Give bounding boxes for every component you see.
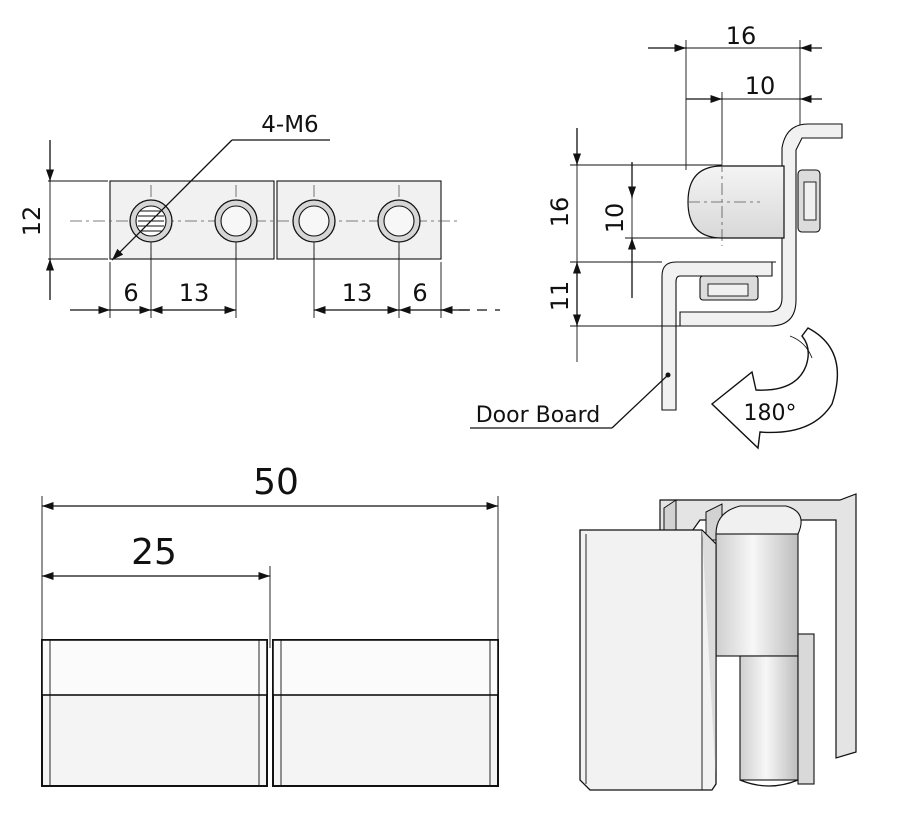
dim-left-11: 11 (546, 262, 582, 362)
dim-left-16: 16 (546, 128, 582, 262)
dim-bottom-right: 13 6 (313, 243, 500, 318)
rotation-arrow-icon: 180° (710, 327, 839, 450)
door-board-callout: Door Board (470, 372, 671, 429)
dim-half-25: 25 (42, 532, 270, 581)
door-board-label: Door Board (476, 403, 601, 428)
thread-callout-label: 4-M6 (261, 112, 318, 138)
dim-bottom-right-13-label: 13 (342, 279, 373, 307)
side-view: 16 10 16 (470, 22, 843, 450)
dim-bottom-left-13-label: 13 (179, 279, 210, 307)
lower-bracket (661, 261, 773, 411)
dim-left-10: 10 (601, 162, 637, 298)
front-body-left (41, 639, 268, 787)
dim-height-12: 12 (18, 140, 108, 300)
dim-left-11-label: 11 (546, 281, 574, 312)
dim-top-10-label: 10 (745, 72, 776, 100)
front-plate (579, 529, 717, 791)
dim-overall-50: 50 (42, 462, 498, 511)
thread-callout: 4-M6 (111, 112, 330, 261)
dim-bottom-right-6-label: 6 (412, 279, 427, 307)
hole-4 (377, 185, 421, 258)
dim-top-16: 16 (648, 22, 822, 53)
pin-sleeve (797, 633, 815, 785)
isometric-view (579, 493, 857, 791)
dim-top-16-label: 16 (726, 22, 757, 50)
dim-bottom-left: 6 13 (70, 243, 237, 318)
dim-left-16-label: 16 (546, 197, 574, 228)
upper-bracket (679, 123, 843, 327)
front-view: 50 25 (41, 462, 499, 787)
rotation-label: 180° (744, 401, 797, 426)
dim-height-12-label: 12 (18, 206, 46, 237)
front-body-right (272, 639, 499, 787)
dim-half-25-label: 25 (131, 532, 177, 573)
hole-3 (292, 185, 336, 258)
dim-left-10-label: 10 (601, 203, 629, 234)
upper-knuckle (715, 533, 799, 657)
dim-bottom-left-6-label: 6 (123, 279, 138, 307)
dim-overall-50-label: 50 (253, 462, 299, 503)
hole-2 (214, 185, 258, 258)
top-view: 4-M6 12 6 13 (18, 112, 500, 318)
lower-knuckle (739, 655, 799, 781)
dim-top-10: 10 (686, 72, 822, 104)
